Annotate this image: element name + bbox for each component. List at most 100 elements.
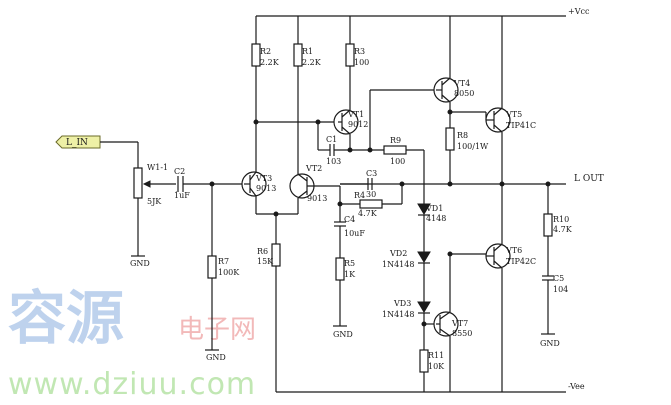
input-port: L_IN (55, 135, 139, 168)
input-port-label: L_IN (66, 138, 88, 148)
resistor-r11: R11 10K (419, 324, 445, 392)
capacitor-c4: C4 10uF (334, 204, 365, 258)
r2-ref: R2 (260, 47, 271, 56)
vt5-part: TIP41C (506, 121, 536, 130)
vt4-part: 8050 (454, 89, 474, 98)
c5-ref: C5 (553, 274, 564, 283)
c5-ground-label: GND (540, 339, 560, 348)
transistor-vt6: VT6 TIP42C (485, 184, 536, 392)
vt6-part: TIP42C (506, 257, 536, 266)
vt6-ref: VT6 (505, 246, 522, 255)
vt7-part: 8550 (452, 329, 472, 338)
r9-ref: R9 (390, 136, 401, 145)
resistor-r3: R3 100 (345, 16, 369, 110)
diode-vd2: VD2 1N4148 (382, 249, 431, 302)
vd3-part: 1N4148 (382, 310, 414, 319)
c2-value: 1uF (174, 191, 190, 200)
watermark-brand: 容源 (8, 284, 124, 352)
diode-vd1: VD1 4148 (417, 203, 446, 252)
c1-ref: C1 (326, 135, 337, 144)
c2-ref: C2 (174, 167, 185, 176)
vee-label: -Vee (568, 382, 585, 391)
vcc-label: +Vcc (568, 7, 590, 16)
pot-w1-value: 5JK (147, 197, 162, 206)
resistor-r8: R8 100/1W (445, 127, 489, 184)
r6-ref: R6 (257, 247, 268, 256)
r7-ground-label: GND (206, 353, 226, 362)
resistor-r9: R9 100 (383, 136, 424, 166)
resistor-r4: R4 4.7K (337, 184, 403, 218)
supply-rails: +Vcc -Vee (256, 7, 590, 393)
r11-ref: R11 (428, 351, 444, 360)
resistor-r5: R5 1K GND (333, 257, 356, 339)
resistor-r10: R10 4.7K (543, 184, 573, 276)
transistor-vt7: VT7 8550 (421, 254, 472, 392)
r1-value: 2.2K (302, 58, 322, 67)
watermark-sub: 电子网 (178, 315, 256, 345)
output-label: L OUT (574, 174, 604, 184)
r5-ref: R5 (344, 259, 355, 268)
vd3-ref: VD3 (393, 299, 411, 308)
r5-ground-label: GND (333, 330, 353, 339)
pot-ground-label: GND (130, 259, 150, 268)
transistor-vt2: VT2 9013 (289, 164, 340, 214)
vd2-ref: VD2 (389, 249, 407, 258)
vt1-ref: VT1 (347, 110, 364, 119)
r9-value: 100 (390, 157, 405, 166)
pot-w1: W1-1 5JK GND (130, 163, 176, 268)
r3-value: 100 (354, 58, 369, 67)
resistor-r7: R7 100K GND (205, 181, 240, 362)
c3-ref: C3 (366, 169, 377, 178)
r1-ref: R1 (302, 47, 313, 56)
resistor-r2: R2 2.2K (251, 16, 280, 125)
resistor-r1: R1 2.2K (293, 16, 322, 174)
capacitor-c1: C1 103 (315, 119, 384, 166)
watermark: 容源 电子网 www.dziuu.com (8, 284, 256, 402)
pot-w1-ref: W1-1 (147, 163, 168, 172)
r8-value: 100/1W (457, 142, 489, 151)
r2-value: 2.2K (260, 58, 280, 67)
vd2-part: 1N4148 (382, 260, 414, 269)
pot-w1-body (133, 167, 143, 199)
r4-ref: R4 (354, 191, 365, 200)
r10-value: 4.7K (553, 225, 573, 234)
c4-ref: C4 (344, 215, 355, 224)
c1-value: 103 (326, 157, 341, 166)
r7-value: 100K (218, 268, 240, 277)
pot-w1-wiper-arrow (142, 180, 151, 188)
vt3-ref: VT3 (255, 174, 272, 183)
vt7-ref: VT7 (451, 319, 468, 328)
r6-value: 15K (257, 257, 274, 266)
vt5-ref: VT5 (505, 110, 522, 119)
r7-ref: R7 (218, 257, 229, 266)
transistor-vt3: VT3 9013 (241, 122, 276, 214)
transistor-vt1: VT1 9012 (333, 109, 368, 150)
resistor-r6: R6 15K (257, 214, 281, 392)
r8-ref: R8 (457, 131, 468, 140)
c3-value: 30 (366, 190, 376, 199)
capacitor-c3: C3 30 (340, 169, 377, 199)
diode-vd3: VD3 1N4148 (382, 299, 431, 324)
r11-value: 10K (428, 362, 445, 371)
vt1-part: 9012 (348, 120, 368, 129)
c5-value: 104 (553, 285, 568, 294)
capacitor-c2: C2 1uF (174, 167, 244, 200)
transistor-vt5: VT5 TIP41C (485, 16, 536, 184)
vt2-part: 9013 (307, 194, 327, 203)
r4-value: 4.7K (358, 209, 378, 218)
r5-value: 1K (344, 270, 356, 279)
vd1-part: 4148 (426, 214, 446, 223)
transistor-vt4: VT4 8050 (433, 16, 474, 128)
r7-body (207, 255, 217, 279)
c4-value: 10uF (344, 229, 365, 238)
vt4-ref: VT4 (453, 79, 470, 88)
r10-ref: R10 (553, 215, 569, 224)
r3-ref: R3 (354, 47, 365, 56)
watermark-url: www.dziuu.com (8, 367, 256, 402)
vt3-part: 9013 (256, 184, 276, 193)
vt2-ref: VT2 (305, 164, 322, 173)
output-node: L OUT (340, 174, 604, 187)
capacitor-c5: C5 104 GND (540, 274, 568, 348)
